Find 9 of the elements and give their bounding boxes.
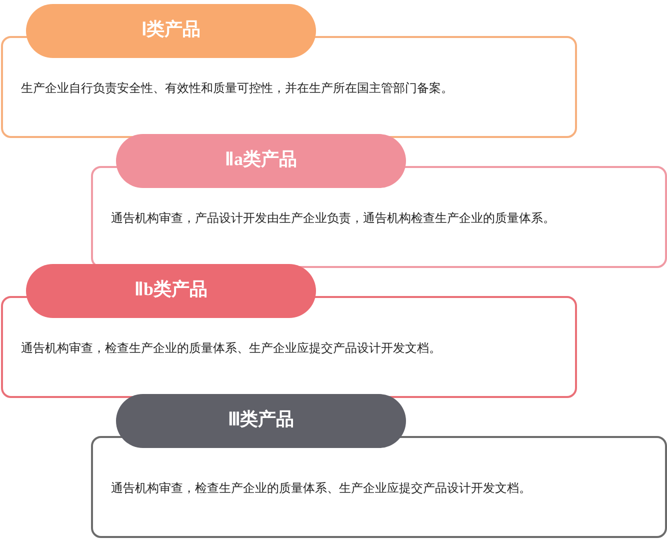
heading-pill: Ⅲ类产品 — [116, 394, 406, 448]
description-text: 通告机构审查，检查生产企业的质量体系、生产企业应提交产品设计开发文档。 — [111, 480, 532, 496]
description-text: 通告机构审查，检查生产企业的质量体系、生产企业应提交产品设计开发文档。 — [21, 340, 442, 356]
description-text: 生产企业自行负责安全性、有效性和质量可控性，并在生产所在国主管部门备案。 — [21, 80, 454, 96]
heading-pill: Ⅰ类产品 — [26, 4, 316, 58]
description-text: 通告机构审查，产品设计开发由生产企业负责，通告机构检查生产企业的质量体系。 — [111, 210, 556, 226]
heading-pill: Ⅱb类产品 — [26, 264, 316, 318]
heading-pill: Ⅱa类产品 — [116, 134, 406, 188]
card-background — [91, 436, 667, 538]
